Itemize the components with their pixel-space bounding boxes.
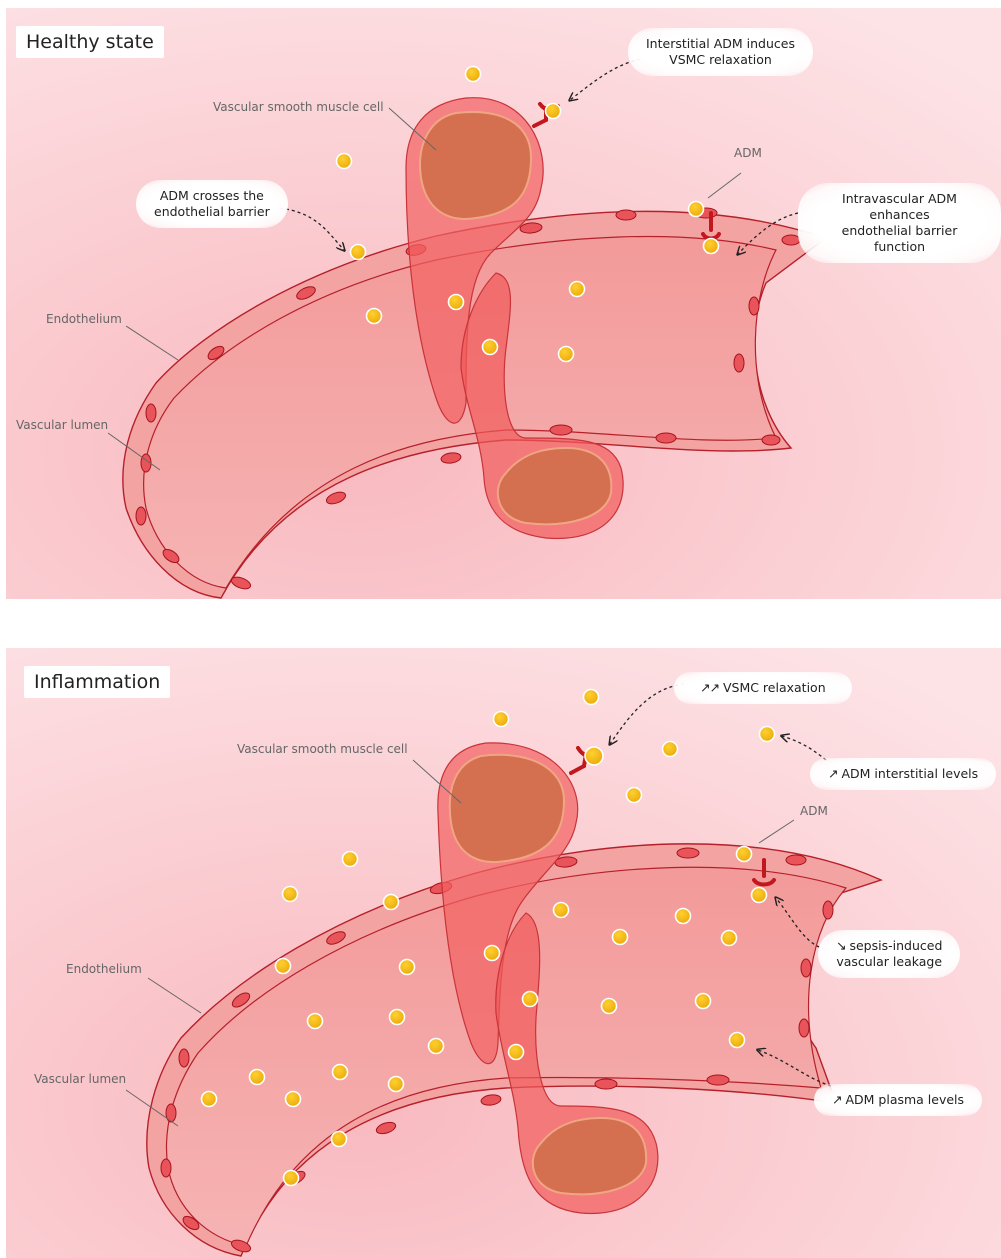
adm-molecule bbox=[722, 931, 737, 946]
vascular-lumen-label: Vascular lumen bbox=[34, 1072, 126, 1086]
adm-molecule bbox=[483, 340, 498, 355]
adm-molecule bbox=[627, 788, 642, 803]
adm-molecule bbox=[752, 888, 767, 903]
adm-molecule bbox=[284, 1171, 299, 1186]
adm-molecule bbox=[704, 239, 719, 254]
adm-molecule bbox=[602, 999, 617, 1014]
adm-molecule bbox=[570, 282, 585, 297]
adm-molecule bbox=[337, 154, 352, 169]
adm-molecule bbox=[283, 887, 298, 902]
callout-line: VSMC relaxation bbox=[646, 52, 795, 68]
vsmc-label: Vascular smooth muscle cell bbox=[237, 742, 408, 756]
callout-text: sepsis-induced bbox=[849, 938, 942, 953]
adm-molecule bbox=[367, 309, 382, 324]
callout-adm-interstitial-levels: ↗ ADM interstitial levels bbox=[810, 758, 996, 790]
adm-label: ADM bbox=[734, 146, 762, 160]
adm-molecule bbox=[343, 852, 358, 867]
endothelium-label: Endothelium bbox=[66, 962, 142, 976]
adm-molecule bbox=[584, 690, 599, 705]
callout-line: ↘ sepsis-induced bbox=[836, 938, 942, 954]
adm-molecule bbox=[333, 1065, 348, 1080]
adm-molecule bbox=[663, 742, 678, 757]
increase-arrow-icon: ↗ bbox=[832, 1092, 841, 1107]
adm-molecule bbox=[466, 67, 481, 82]
panel-title: Inflammation bbox=[24, 666, 170, 698]
adm-molecules-top bbox=[6, 8, 1001, 599]
vascular-lumen-label: Vascular lumen bbox=[16, 418, 108, 432]
adm-label: ADM bbox=[800, 804, 828, 818]
increase-arrows-icon: ↗↗ bbox=[700, 680, 719, 695]
adm-molecule bbox=[400, 960, 415, 975]
adm-molecule bbox=[494, 712, 509, 727]
callout-adm-crosses-barrier: ADM crosses the endothelial barrier bbox=[136, 180, 288, 228]
callout-line: endothelial barrier bbox=[154, 204, 270, 220]
adm-molecule bbox=[585, 747, 603, 765]
adm-molecule bbox=[308, 1014, 323, 1029]
adm-molecule bbox=[523, 992, 538, 1007]
callout-line: ADM crosses the bbox=[154, 188, 270, 204]
adm-molecule bbox=[286, 1092, 301, 1107]
adm-molecule bbox=[429, 1039, 444, 1054]
callout-text: ADM plasma levels bbox=[845, 1092, 964, 1107]
panel-title: Healthy state bbox=[16, 26, 164, 58]
callout-adm-plasma-levels: ↗ ADM plasma levels bbox=[814, 1084, 982, 1116]
inflammation-panel: Inflammation Vascular smooth muscle cell… bbox=[6, 648, 1001, 1258]
adm-molecule bbox=[449, 295, 464, 310]
decrease-arrow-icon: ↘ bbox=[836, 938, 845, 953]
callout-vascular-leakage: ↘ sepsis-induced vascular leakage bbox=[818, 930, 960, 978]
adm-molecule bbox=[485, 946, 500, 961]
callout-line: Intravascular ADM enhances bbox=[816, 191, 983, 223]
adm-molecule bbox=[676, 909, 691, 924]
adm-molecule bbox=[613, 930, 628, 945]
adm-molecule bbox=[760, 727, 775, 742]
increase-arrow-icon: ↗ bbox=[828, 766, 837, 781]
adm-molecule bbox=[689, 202, 704, 217]
adm-molecule bbox=[730, 1033, 745, 1048]
healthy-state-panel: Healthy state Vascular smooth muscle cel… bbox=[6, 8, 1001, 599]
adm-molecule bbox=[384, 895, 399, 910]
callout-line: Interstitial ADM induces bbox=[646, 36, 795, 52]
adm-molecule bbox=[351, 245, 366, 260]
vsmc-label: Vascular smooth muscle cell bbox=[213, 100, 384, 114]
adm-molecule bbox=[202, 1092, 217, 1107]
adm-molecule bbox=[389, 1077, 404, 1092]
callout-text: ADM interstitial levels bbox=[841, 766, 978, 781]
callout-line: vascular leakage bbox=[836, 954, 942, 970]
callout-line: endothelial barrier function bbox=[816, 223, 983, 255]
adm-molecule bbox=[696, 994, 711, 1009]
adm-molecule bbox=[554, 903, 569, 918]
endothelium-label: Endothelium bbox=[46, 312, 122, 326]
adm-molecule bbox=[332, 1132, 347, 1147]
callout-intravascular-adm: Intravascular ADM enhances endothelial b… bbox=[798, 183, 1001, 263]
adm-molecule bbox=[509, 1045, 524, 1060]
adm-molecule bbox=[250, 1070, 265, 1085]
adm-molecule bbox=[276, 959, 291, 974]
adm-molecule bbox=[390, 1010, 405, 1025]
callout-vsmc-relaxation: ↗↗ VSMC relaxation bbox=[674, 672, 852, 704]
adm-molecule bbox=[737, 847, 752, 862]
callout-text: VSMC relaxation bbox=[723, 680, 826, 695]
adm-molecule bbox=[559, 347, 574, 362]
callout-interstitial-adm: Interstitial ADM induces VSMC relaxation bbox=[628, 28, 813, 76]
adm-molecule bbox=[546, 104, 561, 119]
